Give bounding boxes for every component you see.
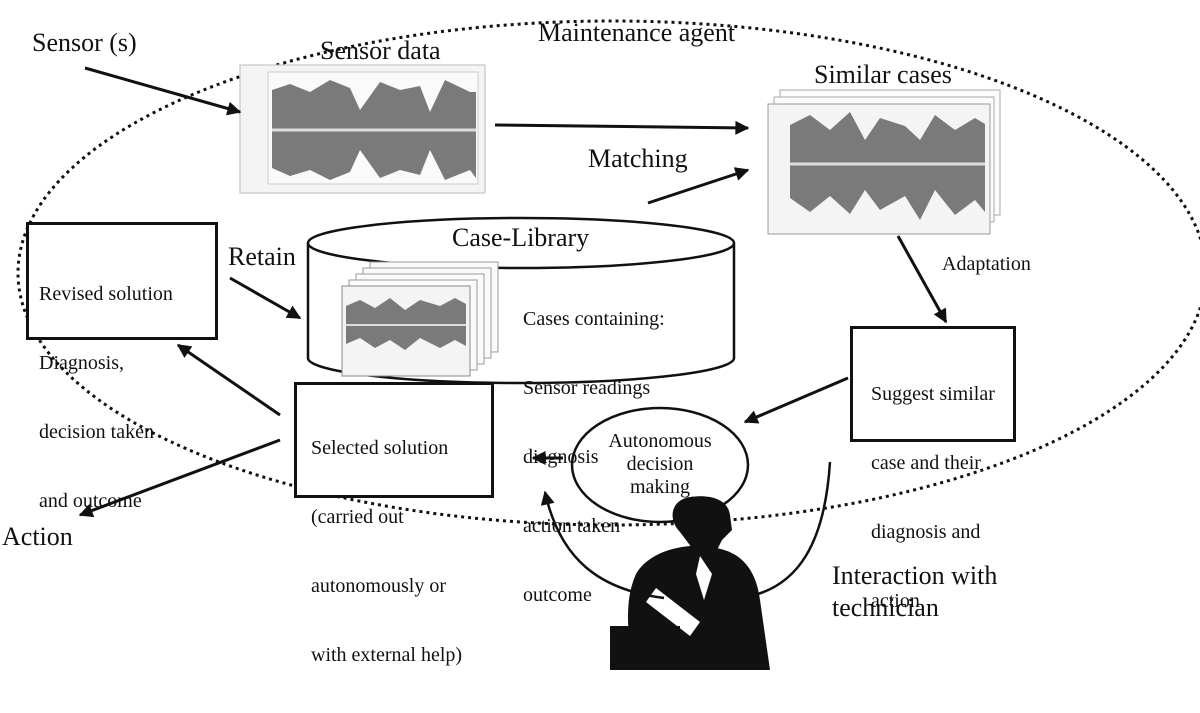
selected-line-3: autonomously or xyxy=(311,575,446,597)
arrow-retain xyxy=(229,276,302,320)
case-library-line-2: Sensor readings xyxy=(523,377,651,399)
autonomous-line-2: decision xyxy=(626,453,694,475)
technician-curve-left xyxy=(540,490,665,600)
autonomous-line-1: Autonomous xyxy=(608,430,712,452)
technician-curve-right xyxy=(739,461,832,600)
revised-solution-line-1: Revised solution xyxy=(39,283,173,305)
maintenance-agent-diagram xyxy=(16,19,1200,670)
action-label: Action xyxy=(2,522,73,551)
revised-solution-box: Revised solution Diagnosis, decision tak… xyxy=(26,222,218,512)
arrow-suggest-to-decision xyxy=(743,376,849,424)
case-library-line-1: Cases containing: xyxy=(523,308,665,330)
selected-line-2: (carried out xyxy=(311,506,404,528)
arrow-selected-to-action xyxy=(78,438,281,518)
technician-line-2: technician xyxy=(832,593,939,622)
case-library-stacked-plots xyxy=(341,261,499,377)
revised-solution-line-3: decision taken xyxy=(39,421,154,443)
maintenance-agent-title: Maintenance agent xyxy=(538,18,736,47)
technician-label: Interaction with technician xyxy=(832,560,997,624)
sensor-data-plot xyxy=(239,64,486,194)
similar-cases-plots xyxy=(767,89,1001,235)
case-library-line-5: outcome xyxy=(523,584,592,606)
suggest-line-4: action xyxy=(871,590,920,612)
suggest-line-3: diagnosis and xyxy=(871,521,981,543)
technician-figure xyxy=(610,496,770,670)
adaptation-label: Adaptation xyxy=(942,253,1031,275)
retain-label: Retain xyxy=(228,242,296,271)
case-library-line-3: diagnosis xyxy=(523,446,599,468)
suggest-similar-case-box: Suggest similar case and their diagnosis… xyxy=(850,326,1016,612)
sensor-data-label: Sensor data xyxy=(320,36,441,65)
sensor-label: Sensor (s) xyxy=(32,28,137,57)
autonomous-decision-text: Autonomous decision making xyxy=(572,430,748,499)
arrow-data-to-similar xyxy=(494,120,750,135)
selected-line-1: Selected solution xyxy=(311,437,449,459)
arrow-matching xyxy=(647,167,750,205)
selected-line-4: with external help) xyxy=(311,644,463,666)
technician-line-1: Interaction with xyxy=(832,561,998,590)
autonomous-decision-ellipse xyxy=(570,406,750,524)
case-library-title: Case-Library xyxy=(452,223,590,252)
matching-label: Matching xyxy=(588,144,688,173)
case-library-contents: Cases containing: Sensor readings diagno… xyxy=(523,262,665,630)
case-library-line-4: action taken xyxy=(523,515,621,537)
arrow-sensor-to-data xyxy=(84,66,242,116)
arrow-selected-to-revised xyxy=(176,343,281,417)
selected-solution-box: Selected solution (carried out autonomou… xyxy=(294,382,494,666)
similar-cases-label: Similar cases xyxy=(814,60,952,89)
revised-solution-line-2: Diagnosis, xyxy=(39,352,124,374)
suggest-line-2: case and their xyxy=(871,452,981,474)
arrow-adaptation xyxy=(896,235,948,324)
revised-solution-line-4: and outcome xyxy=(39,490,142,512)
suggest-line-1: Suggest similar xyxy=(871,383,995,405)
autonomous-line-3: making xyxy=(630,476,690,498)
